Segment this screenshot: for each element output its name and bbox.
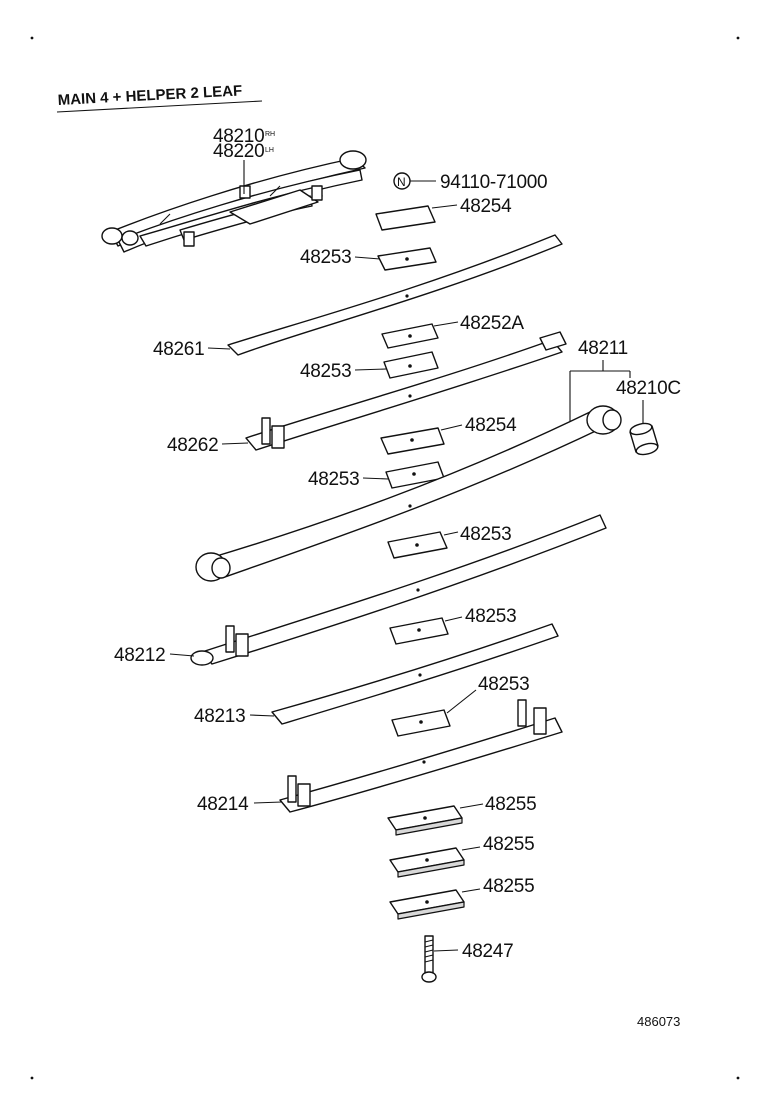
label-48253-2: 48253 [300,361,351,382]
label-48255-1: 48255 [485,794,536,815]
label-48211: 48211 [578,338,628,359]
leaf-48212 [190,514,607,666]
label-48262: 48262 [167,435,218,456]
label-48253-4: 48253 [460,524,511,545]
bolt-48247 [421,935,437,983]
label-48253-5: 48253 [465,606,516,627]
label-48247: 48247 [462,941,513,962]
spacer-48255-2 [389,847,465,878]
spacer-48255-1 [387,805,463,836]
label-48253-1: 48253 [300,247,351,268]
label-48220-suffix: LH [265,147,274,154]
label-48261: 48261 [153,339,204,360]
label-94110-71000: 94110-71000 [440,172,547,193]
label-48252a: 48252A [460,313,524,334]
label-48213: 48213 [194,706,245,727]
leaf-48214 [279,699,563,813]
label-48210: 48210 [213,126,264,147]
label-48255-2: 48255 [483,834,534,855]
figure-reference-number: 486073 [637,1014,680,1029]
diagram-title: MAIN 4 + HELPER 2 LEAF [57,82,242,109]
label-48210-suffix: RH [265,131,275,138]
spacer-48255-3 [389,889,465,920]
title-underline [56,100,263,113]
pad-48254-top [375,205,436,231]
leaf-48211 [195,405,622,582]
bushing-48210c [629,422,659,456]
nut-symbol-letter: N [397,175,406,189]
label-48212: 48212 [114,645,165,666]
label-48220: 48220 [213,141,264,162]
spring-assembly-drawing [101,150,367,253]
label-48255-3: 48255 [483,876,534,897]
label-48253-3: 48253 [308,469,359,490]
corner-marks [30,36,740,1080]
label-48253-6: 48253 [478,674,529,695]
label-48254-top: 48254 [460,196,512,217]
leaf-48213 [271,623,559,725]
leaf-48261 [227,234,563,356]
label-48210c: 48210C [616,378,681,399]
label-48214: 48214 [197,794,249,815]
leaf-48262 [245,339,563,451]
label-48254-second: 48254 [465,415,517,436]
